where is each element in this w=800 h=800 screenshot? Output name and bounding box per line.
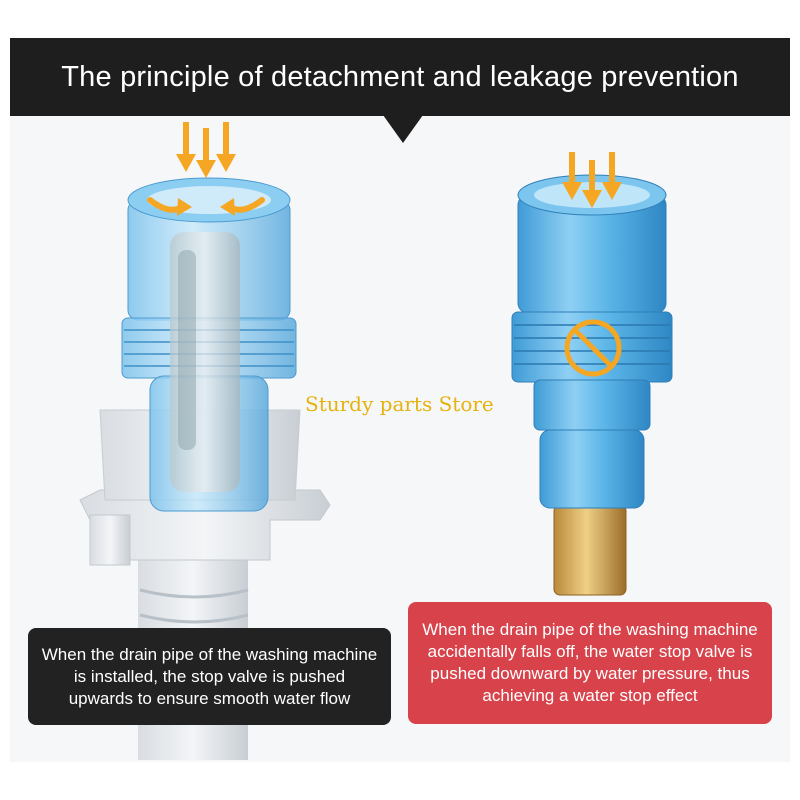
down-arrow-icon (176, 122, 236, 178)
right-connector (511, 174, 673, 596)
caption-fallen-off: When the drain pipe of the washing machi… (408, 602, 772, 724)
caption-installed: When the drain pipe of the washing machi… (28, 628, 391, 725)
down-arrow-icon (562, 152, 622, 208)
title-pointer (383, 115, 423, 143)
store-watermark: Sturdy parts Store (305, 392, 494, 416)
page-title: The principle of detachment and leakage … (10, 38, 790, 116)
left-connector (121, 177, 297, 512)
rotate-arrow-heads (177, 198, 235, 216)
prohibited-icon (564, 319, 622, 377)
